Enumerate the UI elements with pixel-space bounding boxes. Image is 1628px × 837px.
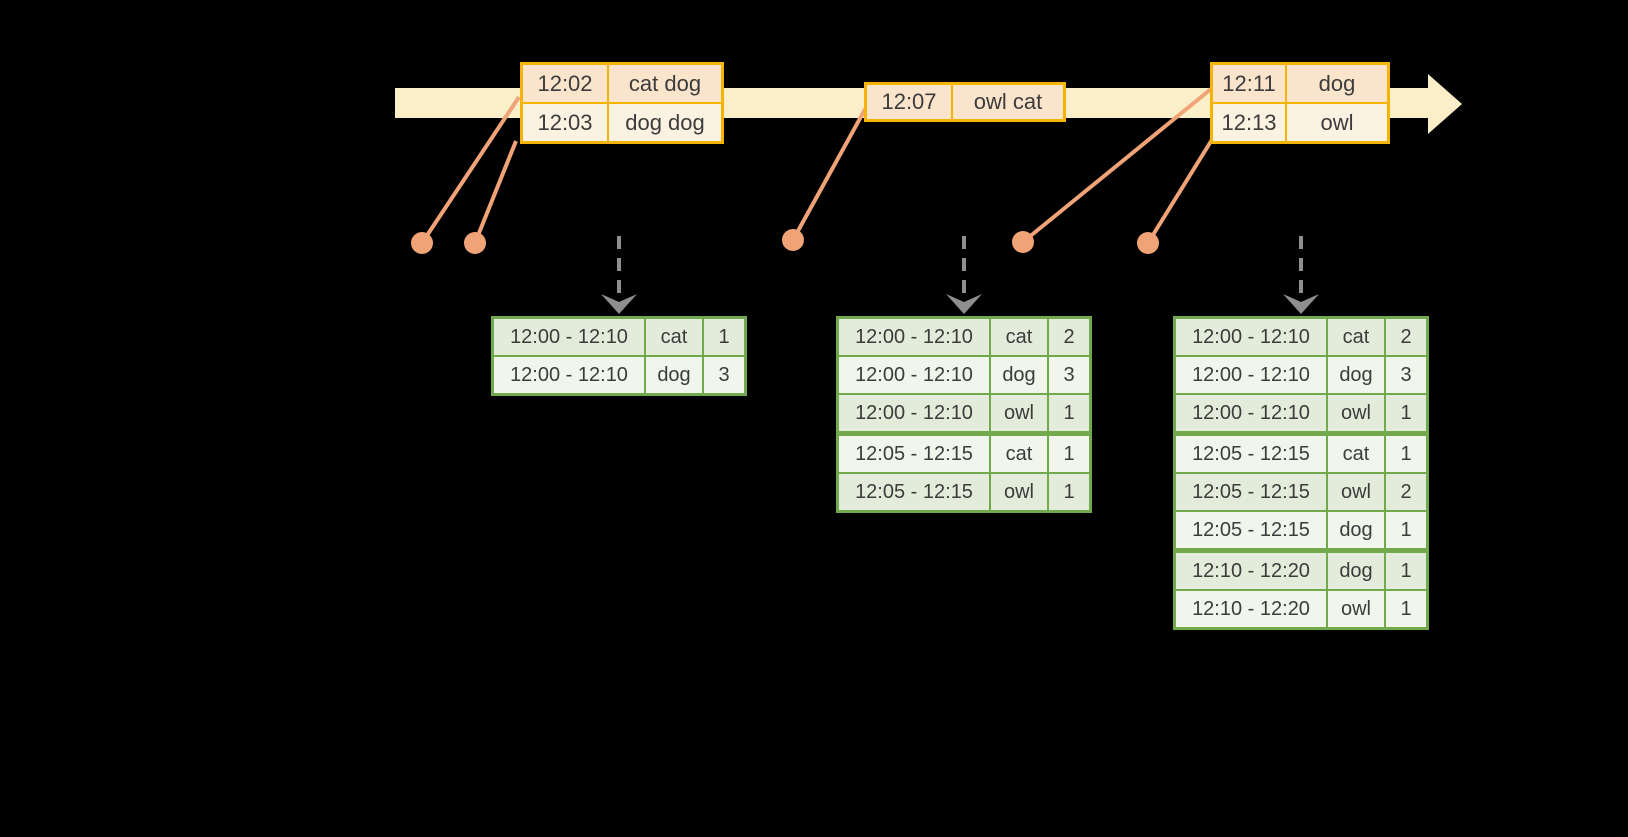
count-cell: 1 <box>1049 474 1089 510</box>
word-cell: owl <box>991 395 1047 431</box>
word-cell: cat <box>1328 436 1384 472</box>
count-cell: 1 <box>1386 591 1426 627</box>
event-words-cell: dog dog <box>609 104 721 141</box>
window-range-cell: 12:00 - 12:10 <box>1176 395 1326 431</box>
word-cell: dog <box>1328 512 1384 548</box>
window-range-cell: 12:00 - 12:10 <box>839 357 989 393</box>
word-cell: cat <box>991 436 1047 472</box>
count-cell: 2 <box>1386 474 1426 510</box>
count-cell: 3 <box>1049 357 1089 393</box>
count-cell: 1 <box>1049 395 1089 431</box>
event-words-cell: cat dog <box>609 65 721 102</box>
word-cell: owl <box>991 474 1047 510</box>
event-dots <box>411 229 1159 254</box>
window-range-cell: 12:10 - 12:20 <box>1176 591 1326 627</box>
event-dot <box>1137 232 1159 254</box>
timeline-arrowhead-icon <box>1428 74 1462 134</box>
event-connector-line <box>791 103 870 241</box>
event-dot <box>411 232 433 254</box>
window-range-cell: 12:05 - 12:15 <box>1176 436 1326 472</box>
event-connector-line <box>473 140 518 244</box>
count-cell: 2 <box>1386 319 1426 355</box>
window-range-cell: 12:05 - 12:15 <box>839 474 989 510</box>
event-time-cell: 12:13 <box>1213 104 1285 141</box>
event-connector-lines <box>420 87 1215 245</box>
event-words-cell: owl cat <box>953 85 1063 119</box>
trigger-arrowheads <box>601 294 1319 314</box>
count-cell: 2 <box>1049 319 1089 355</box>
count-cell: 1 <box>1386 553 1426 589</box>
count-cell: 1 <box>1386 512 1426 548</box>
word-cell: dog <box>991 357 1047 393</box>
window-range-cell: 12:05 - 12:15 <box>839 436 989 472</box>
event-dot <box>782 229 804 251</box>
window-range-cell: 12:00 - 12:10 <box>839 395 989 431</box>
word-cell: owl <box>1328 591 1384 627</box>
count-cell: 1 <box>704 319 744 355</box>
word-cell: dog <box>646 357 702 393</box>
trigger-dashed-lines <box>617 236 1303 296</box>
event-time-cell: 12:07 <box>867 85 951 119</box>
event-time-cell: 12:03 <box>523 104 607 141</box>
window-range-cell: 12:00 - 12:10 <box>1176 319 1326 355</box>
window-range-cell: 12:05 - 12:15 <box>1176 474 1326 510</box>
trigger-arrowhead-icon <box>946 294 982 314</box>
event-words-cell: owl <box>1287 104 1387 141</box>
trigger-arrowhead-icon <box>601 294 637 314</box>
word-cell: dog <box>1328 357 1384 393</box>
window-range-cell: 12:05 - 12:15 <box>1176 512 1326 548</box>
window-range-cell: 12:10 - 12:20 <box>1176 553 1326 589</box>
word-cell: owl <box>1328 395 1384 431</box>
event-dot <box>464 232 486 254</box>
word-cell: cat <box>1328 319 1384 355</box>
event-time-cell: 12:11 <box>1213 65 1285 102</box>
event-dot <box>1012 231 1034 253</box>
event-time-cell: 12:02 <box>523 65 607 102</box>
window-range-cell: 12:00 - 12:10 <box>1176 357 1326 393</box>
trigger-arrowhead-icon <box>1283 294 1319 314</box>
word-cell: cat <box>991 319 1047 355</box>
event-words-cell: dog <box>1287 65 1387 102</box>
window-range-cell: 12:00 - 12:10 <box>494 357 644 393</box>
word-cell: cat <box>646 319 702 355</box>
word-cell: dog <box>1328 553 1384 589</box>
event-connector-line <box>420 95 521 245</box>
event-connector-line <box>1146 136 1215 245</box>
count-cell: 1 <box>1049 436 1089 472</box>
count-cell: 3 <box>704 357 744 393</box>
count-cell: 3 <box>1386 357 1426 393</box>
count-cell: 1 <box>1386 395 1426 431</box>
word-cell: owl <box>1328 474 1384 510</box>
count-cell: 1 <box>1386 436 1426 472</box>
window-range-cell: 12:00 - 12:10 <box>839 319 989 355</box>
window-range-cell: 12:00 - 12:10 <box>494 319 644 355</box>
event-connector-line <box>1021 87 1213 244</box>
